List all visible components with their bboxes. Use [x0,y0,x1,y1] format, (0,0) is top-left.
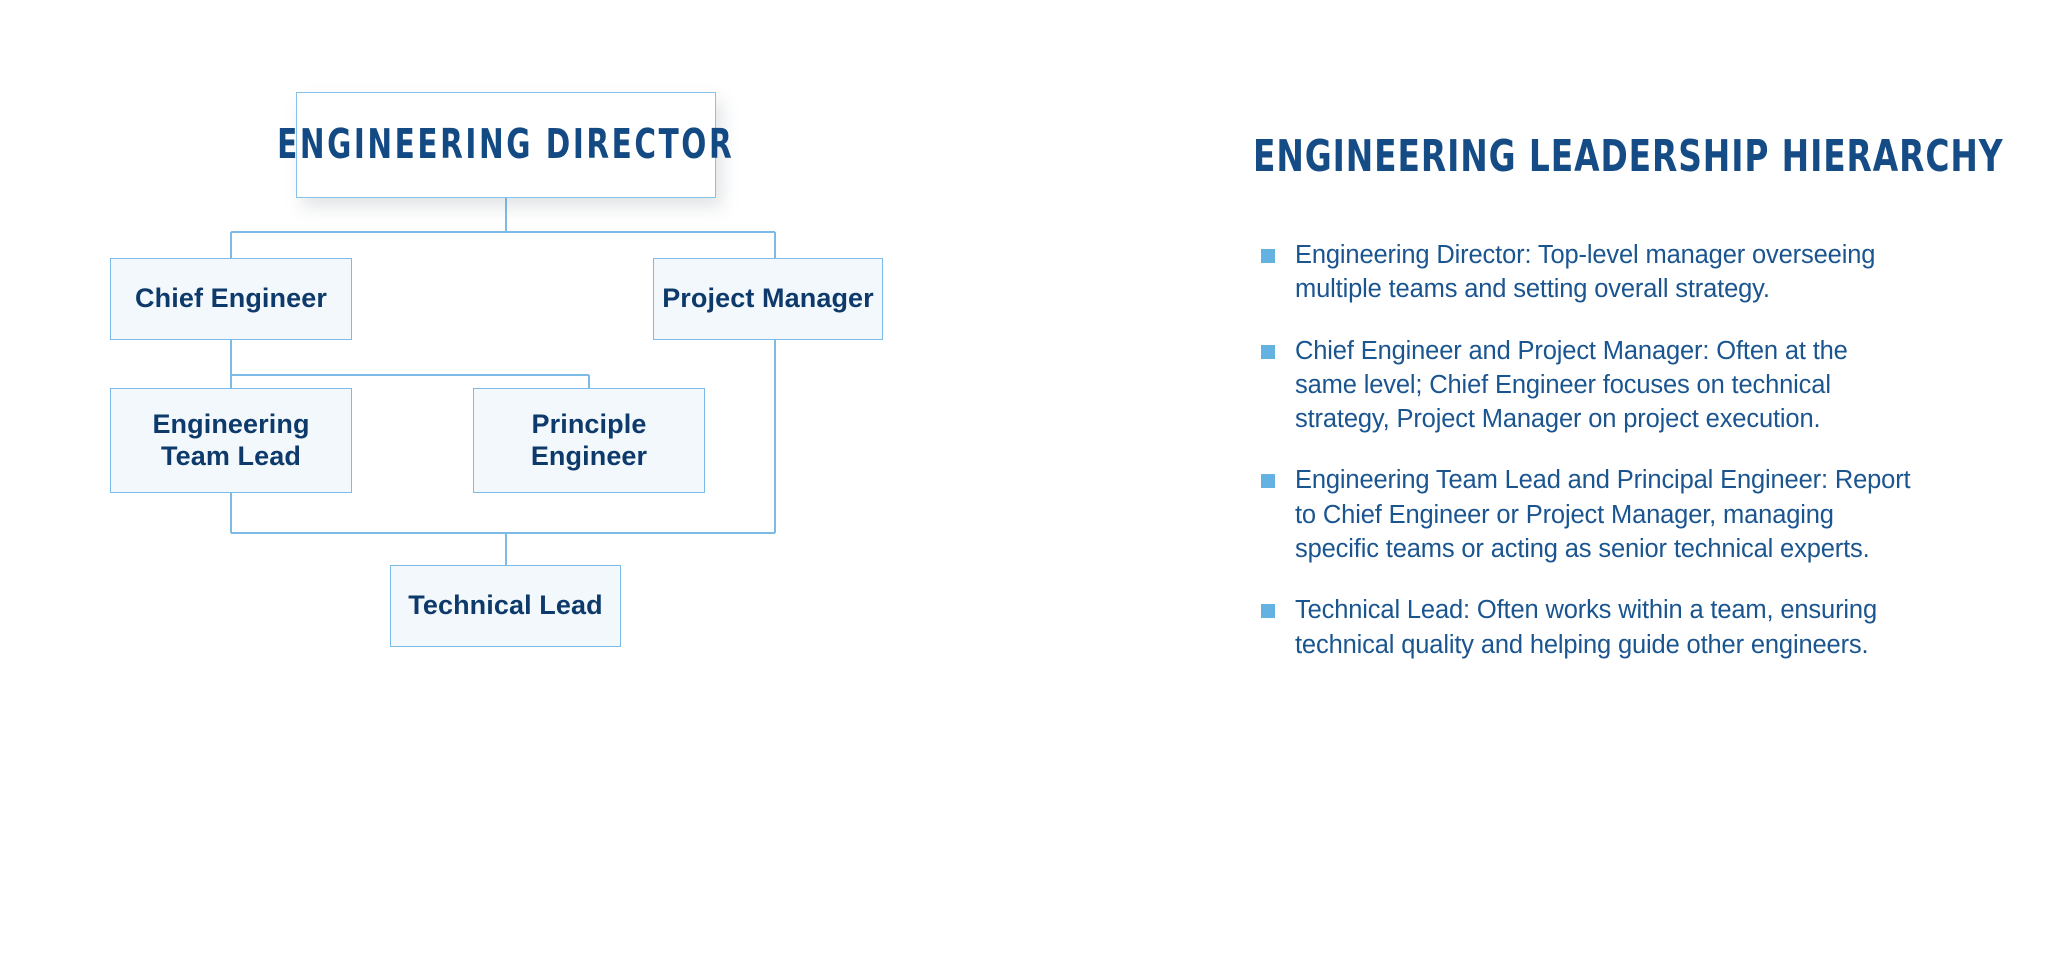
node-project-manager[interactable]: Project Manager [653,258,883,340]
node-engineering-director[interactable]: ENGINEERING DIRECTOR [277,92,732,198]
description-panel: ENGINEERING LEADERSHIP HIERARCHY Enginee… [1253,0,2004,966]
list-item: Technical Lead: Often works within a tea… [1253,593,1913,662]
bullet-square-icon [1261,249,1275,263]
list-item-text: Technical Lead: Often works within a tea… [1295,596,1877,659]
node-label-project-manager: Project Manager [662,283,874,314]
node-label-technical-lead: Technical Lead [408,590,603,621]
bullet-square-icon [1261,474,1275,489]
bullet-list: Engineering Director: Top-level manager … [1253,238,1913,662]
list-item: Engineering Team Lead and Principal Engi… [1253,463,1913,566]
bullet-square-icon [1261,604,1275,619]
list-item-text: Engineering Team Lead and Principal Engi… [1295,466,1911,564]
list-item: Engineering Director: Top-level manager … [1253,238,1913,307]
node-label-chief-engineer: Chief Engineer [135,283,327,314]
list-item-text: Engineering Director: Top-level manager … [1295,241,1876,304]
list-item-text: Chief Engineer and Project Manager: Ofte… [1295,336,1848,434]
node-chief-engineer[interactable]: Chief Engineer [110,258,352,340]
org-chart-panel: ENGINEERING DIRECTOR Chief Engineer Proj… [0,0,940,966]
panel-title: ENGINEERING LEADERSHIP HIERARCHY [1253,131,2004,182]
node-label-engineering-director: ENGINEERING DIRECTOR [277,120,735,169]
list-item: Chief Engineer and Project Manager: Ofte… [1253,334,1913,437]
bullet-square-icon [1261,344,1275,359]
node-technical-lead[interactable]: Technical Lead [390,565,621,647]
